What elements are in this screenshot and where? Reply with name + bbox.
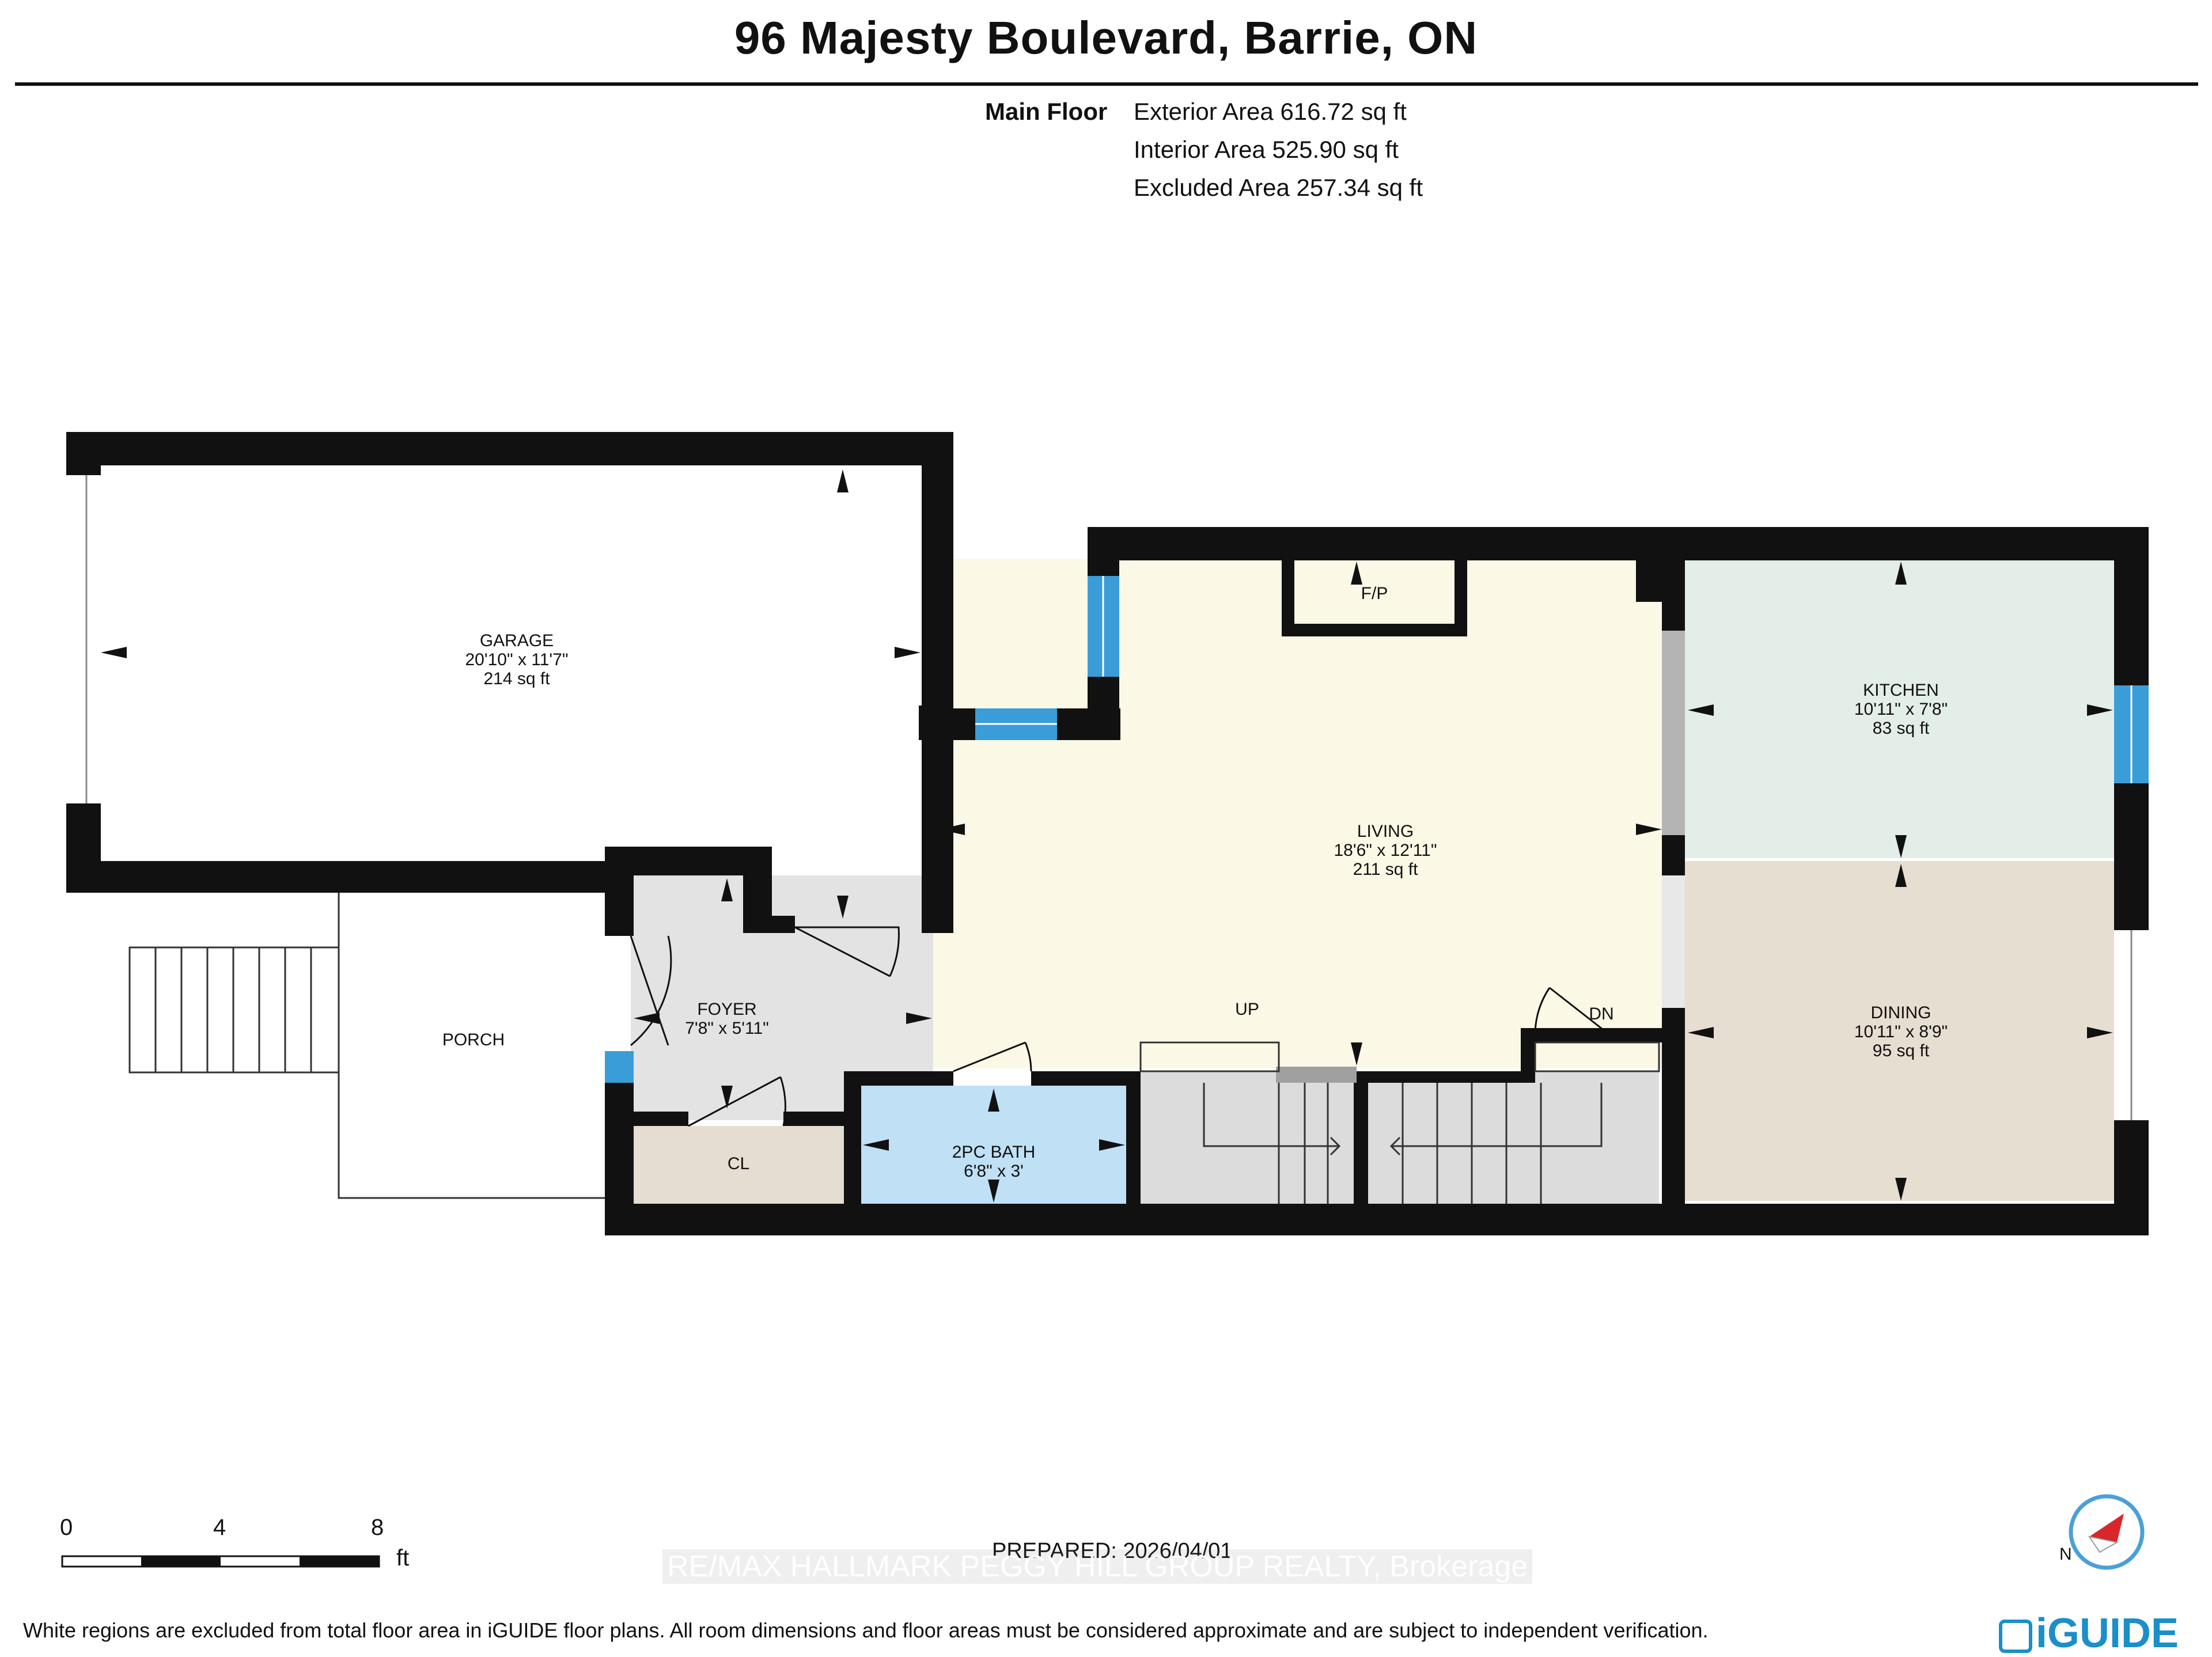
floor-name: Main Floor: [985, 98, 1108, 125]
foyer-dims: 7'8" x 5'11": [685, 1019, 769, 1038]
kitchen-fill: [1685, 559, 2114, 858]
iguide-brand-text: iGUIDE: [2036, 1610, 2179, 1656]
stairs-up-label: UP: [1235, 1000, 1259, 1019]
interior-area: Interior Area 525.90 sq ft: [1134, 136, 1399, 163]
brokerage-watermark: RE/MAX HALLMARK PEGGY HILL GROUP REALTY,…: [662, 1549, 1533, 1584]
scale-unit: ft: [396, 1545, 410, 1571]
stairs-down-fill: [1368, 1071, 1659, 1204]
dining-dims: 10'11" x 8'9": [1854, 1022, 1948, 1041]
stair-treads: [1139, 1041, 1660, 1204]
excluded-area: Excluded Area 257.34 sq ft: [1134, 174, 1423, 201]
foyer-name: FOYER: [697, 1000, 756, 1019]
living-name: LIVING: [1357, 822, 1414, 841]
scale-tick-4: 4: [213, 1515, 226, 1540]
kitchen-area: 83 sq ft: [1873, 719, 1930, 738]
compass-letter: N: [2059, 1545, 2072, 1564]
scale-bar: [61, 1555, 380, 1568]
garage-area: 214 sq ft: [483, 669, 550, 688]
iguide-logo: iGUIDE: [1999, 1610, 2179, 1657]
dining-fill: [1685, 861, 2114, 1201]
kitchen-name: KITCHEN: [1863, 681, 1939, 700]
page-title: 96 Majesty Boulevard, Barrie, ON: [734, 12, 1478, 63]
compass-needle: [2089, 1514, 2124, 1542]
compass-icon: N: [2059, 1494, 2145, 1570]
porch-name: PORCH: [442, 1030, 505, 1049]
iguide-logo-icon: [1999, 1619, 2032, 1653]
doors: [630, 926, 1616, 1127]
closet-fill: [634, 1126, 844, 1204]
bath-dims: 6'8" x 3': [964, 1162, 1024, 1181]
dining-area: 95 sq ft: [1873, 1041, 1930, 1060]
living-area: 211 sq ft: [1353, 860, 1419, 879]
room-labels: GARAGE 20'10" x 11'7" 214 sq ft LIVING 1…: [442, 584, 1948, 1181]
living-dims: 18'6" x 12'11": [1334, 841, 1437, 860]
kitchen-dims: 10'11" x 7'8": [1854, 700, 1948, 719]
scale-tick-0: 0: [60, 1515, 73, 1540]
bath-name: 2PC BATH: [952, 1143, 1035, 1162]
disclaimer-text: White regions are excluded from total fl…: [23, 1618, 1709, 1642]
living-fill: [933, 559, 1668, 1068]
stairs-up-fill: [1141, 1071, 1368, 1204]
garage-dims: 20'10" x 11'7": [465, 650, 569, 669]
dining-name: DINING: [1871, 1003, 1931, 1022]
prepared-date: PREPARED: 2026/04/01: [992, 1539, 1233, 1563]
scale-tick-8: 8: [371, 1515, 384, 1540]
exterior-area: Exterior Area 616.72 sq ft: [1134, 98, 1407, 125]
windows: [66, 475, 2149, 1120]
garage-name: GARAGE: [480, 631, 554, 650]
exterior-steps: [128, 946, 340, 1074]
dimension-arrows: [101, 469, 2113, 1203]
fireplace-name: F/P: [1361, 584, 1388, 603]
title-divider: [15, 82, 2198, 86]
stairs-down-label: DN: [1589, 1004, 1613, 1023]
closet-name: CL: [728, 1154, 749, 1173]
